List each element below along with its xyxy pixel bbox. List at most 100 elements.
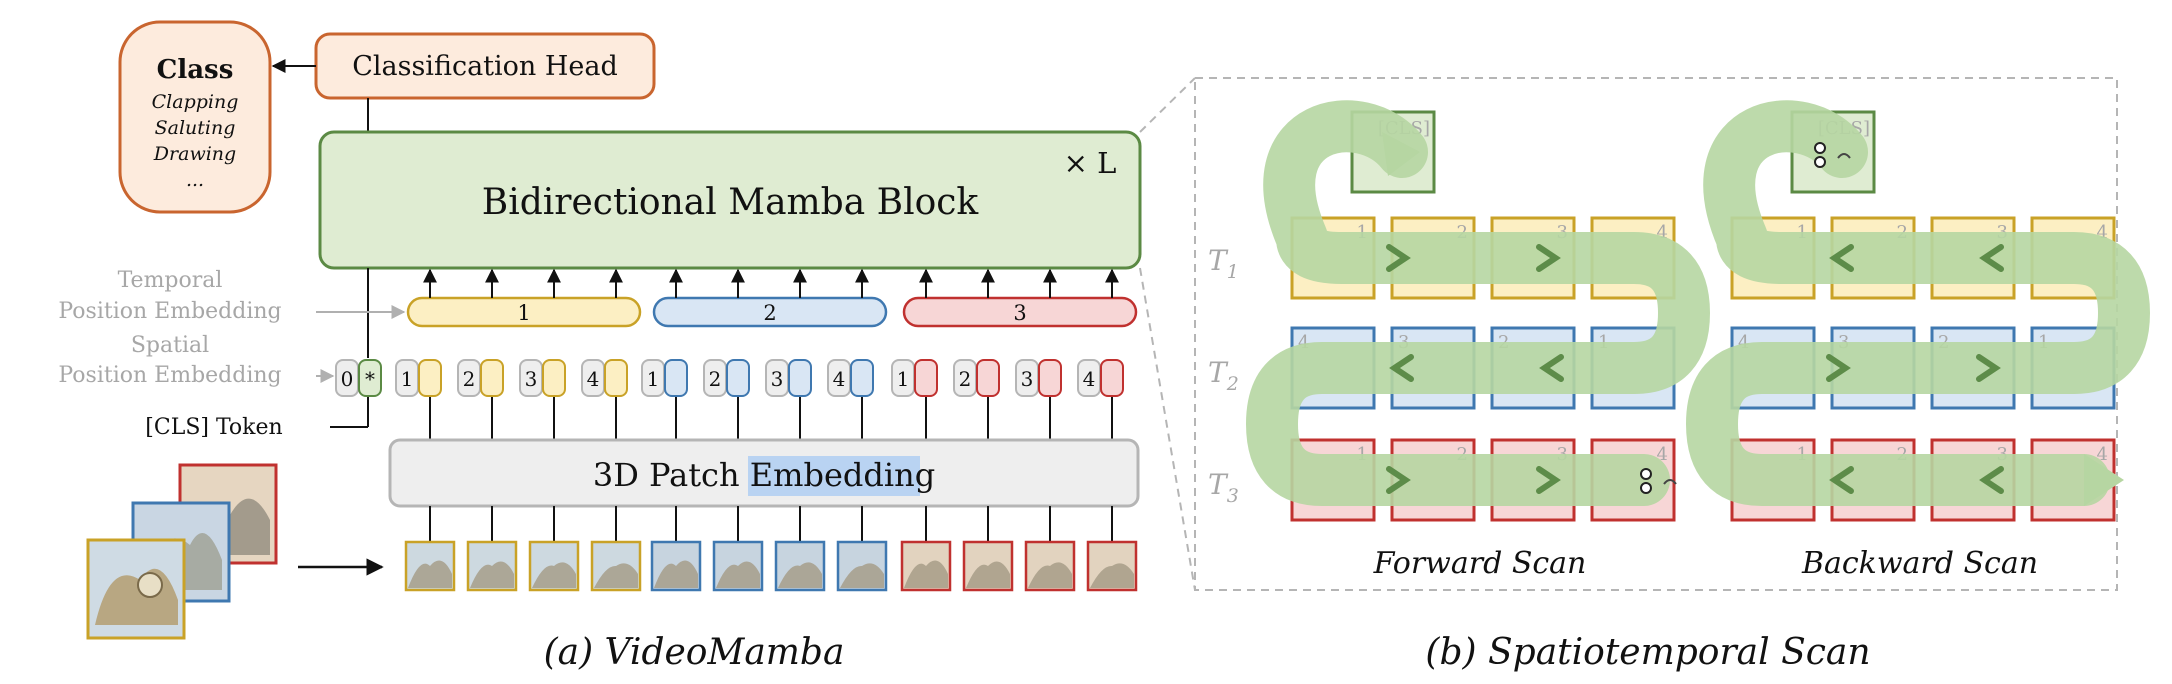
scan-snake-path bbox=[1686, 100, 2150, 506]
spatial-position-number: 4 bbox=[587, 367, 600, 391]
patch-thumbnail-content bbox=[716, 561, 760, 588]
forward-scan-chevron bbox=[1386, 244, 1411, 272]
class-item-drawing: Drawing bbox=[153, 143, 236, 165]
snake-eye-icon bbox=[1814, 156, 1826, 168]
forward-scan-label: Forward Scan bbox=[1373, 546, 1587, 581]
temporal-embedding-label: 3 bbox=[1013, 301, 1026, 325]
patch-thumbnail-content bbox=[840, 563, 884, 588]
forward-scan-chevron bbox=[1389, 354, 1414, 382]
caption-videomamba: (a) VideoMamba bbox=[544, 632, 845, 673]
token-groups: 1 1 2 3 4 2 1 2 3 4 3 1 2 3 4 bbox=[395, 268, 1138, 440]
temporal-embedding-label: 1 bbox=[517, 301, 530, 325]
temporal-embedding-label: 2 bbox=[763, 301, 776, 325]
class-output-box: Class Clapping Saluting Drawing ... bbox=[118, 20, 272, 214]
forward-scan-chevron bbox=[1536, 466, 1561, 494]
cls-position-zero: 0 bbox=[341, 367, 354, 391]
scan-patch-number: 4 bbox=[1298, 332, 1309, 353]
classification-head-label: Classification Head bbox=[352, 51, 618, 82]
classification-head: Classification Head bbox=[314, 32, 656, 100]
patch-token bbox=[914, 359, 938, 397]
snake-tongue-icon bbox=[1663, 479, 1677, 485]
patch-embedding-highlight-bg bbox=[748, 456, 920, 496]
spatial-position-number: 1 bbox=[897, 367, 910, 391]
spatial-position-number: 3 bbox=[771, 367, 784, 391]
backward-scan-chevron bbox=[1979, 466, 2004, 494]
forward-scan-chevron bbox=[1386, 466, 1411, 494]
mamba-block: Bidirectional Mamba Block × L bbox=[318, 130, 1142, 270]
forward-scan-chevron bbox=[1536, 244, 1561, 272]
patch-embedding: 3D Patch Embedding bbox=[388, 438, 1140, 508]
class-item-ellipsis: ... bbox=[186, 169, 204, 191]
patch-thumbnail-content bbox=[408, 560, 452, 588]
patch-thumbnail-content bbox=[1090, 563, 1134, 588]
patch-thumbnail-content bbox=[1028, 562, 1072, 588]
time-label-t3: T3 bbox=[1208, 468, 1239, 507]
spatial-position-number: 2 bbox=[709, 367, 722, 391]
scan-patch-number: 4 bbox=[1738, 332, 1749, 353]
snake-eye-icon bbox=[1640, 468, 1652, 480]
cls-token-pair: 0 * bbox=[335, 359, 382, 397]
zoom-line-bottom bbox=[1139, 267, 1196, 591]
patch-token bbox=[1100, 359, 1124, 397]
spatial-position-number: 3 bbox=[1021, 367, 1034, 391]
temporal-embedding-pill bbox=[902, 296, 1138, 328]
patch-token bbox=[542, 359, 566, 397]
scan-patch-number: 4 bbox=[2097, 444, 2108, 465]
patch-token bbox=[788, 359, 812, 397]
repeat-label: × L bbox=[1064, 146, 1117, 180]
spatial-position-number: 3 bbox=[525, 367, 538, 391]
patch-thumbnail-content bbox=[966, 561, 1010, 588]
scan-patch-number: 4 bbox=[1657, 222, 1668, 243]
backward-scan-chevron bbox=[1829, 466, 1854, 494]
backward-scan-chevron bbox=[1976, 354, 2001, 382]
scan-patch-number: 4 bbox=[2097, 222, 2108, 243]
spatial-position-number: 2 bbox=[959, 367, 972, 391]
caption-spatiotemporal-scan: (b) Spatiotemporal Scan bbox=[1425, 632, 1870, 673]
mamba-block-label: Bidirectional Mamba Block bbox=[482, 182, 980, 223]
patch-token bbox=[850, 359, 874, 397]
spatial-pos-label-1: Spatial bbox=[131, 333, 209, 358]
scan-snake-path bbox=[1246, 100, 1710, 506]
time-label-t2: T2 bbox=[1208, 356, 1239, 395]
spatial-position-number: 4 bbox=[1083, 367, 1096, 391]
patch-token bbox=[976, 359, 1000, 397]
spatial-position-number: 2 bbox=[463, 367, 476, 391]
spatial-position-number: 4 bbox=[833, 367, 846, 391]
cls-token-star: * bbox=[365, 367, 375, 391]
spatial-position-number: 1 bbox=[647, 367, 660, 391]
spatial-position-number: 1 bbox=[401, 367, 414, 391]
backward-scan-chevron bbox=[1829, 244, 1854, 272]
backward-scan-chevron bbox=[1979, 244, 2004, 272]
forward-scan-chevron bbox=[1539, 354, 1564, 382]
patch-token bbox=[664, 359, 688, 397]
backward-scan-chevron bbox=[1826, 354, 1851, 382]
snake-tail-arrow bbox=[2084, 454, 2124, 506]
patch-embedding-highlight: Embedding bbox=[750, 456, 935, 494]
patch-thumbnail-content bbox=[654, 560, 698, 588]
patch-token bbox=[480, 359, 504, 397]
snake-eye-icon bbox=[1640, 482, 1652, 494]
patch-token bbox=[418, 359, 442, 397]
temporal-embedding-pill bbox=[652, 296, 888, 328]
temporal-embedding-pill bbox=[406, 296, 642, 328]
snake-tongue-icon bbox=[1837, 153, 1851, 159]
patch-thumbnails bbox=[404, 506, 1138, 592]
backward-scan-label: Backward Scan bbox=[1801, 546, 2038, 581]
snake-eye-icon bbox=[1814, 142, 1826, 154]
temporal-pos-label-2: Position Embedding bbox=[58, 299, 281, 324]
patch-thumbnail-content bbox=[778, 562, 822, 588]
class-title: Class bbox=[157, 55, 234, 85]
patch-embedding-prefix: 3D Patch bbox=[593, 456, 750, 494]
patch-token bbox=[1038, 359, 1062, 397]
patch-token bbox=[726, 359, 750, 397]
patch-token bbox=[604, 359, 628, 397]
temporal-pos-label-1: Temporal bbox=[118, 268, 223, 293]
class-item-saluting: Saluting bbox=[155, 117, 236, 139]
svg-text:3D Patch Embedding: 3D Patch Embedding bbox=[593, 456, 935, 494]
class-item-clapping: Clapping bbox=[152, 91, 239, 113]
zoom-line-top bbox=[1139, 77, 1196, 133]
patch-thumbnail-content bbox=[594, 563, 638, 588]
time-label-t1: T1 bbox=[1208, 244, 1239, 283]
